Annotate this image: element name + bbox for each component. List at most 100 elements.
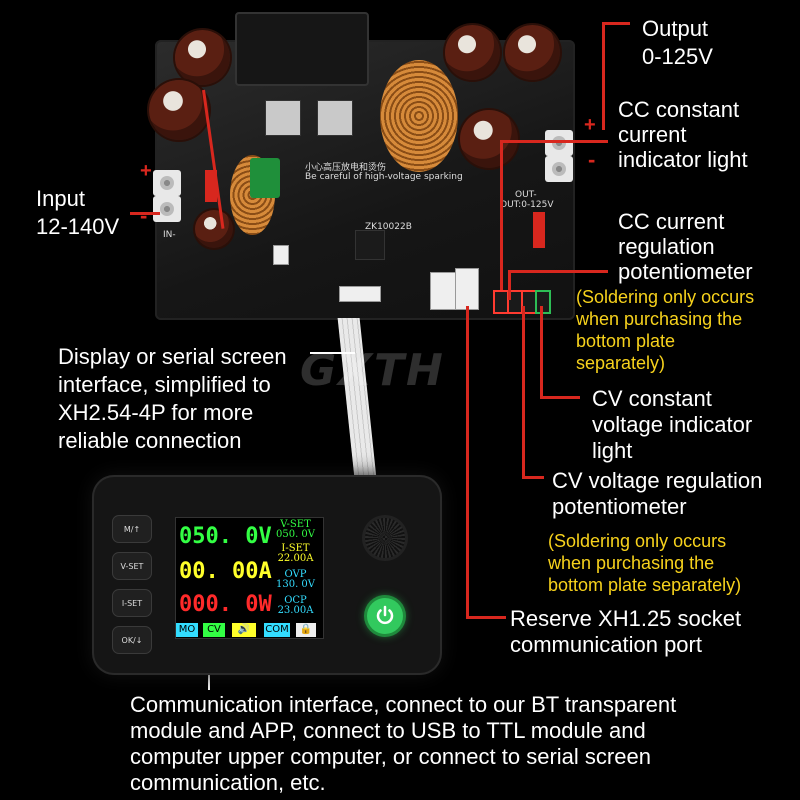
pcb-out-range: OUT:0-125V xyxy=(500,200,554,210)
cc-note-line2: when purchasing the xyxy=(576,309,743,329)
ovp-value: 130. 0V xyxy=(275,579,316,590)
capacitor xyxy=(195,210,233,248)
pcb-warning-en: Be careful of high-voltage sparking xyxy=(305,172,463,182)
power-readout: 000. 0W xyxy=(179,592,272,617)
capacitor xyxy=(460,110,518,168)
cv-tab: CV xyxy=(203,623,225,637)
m-up-button[interactable]: M/↑ xyxy=(112,515,152,543)
pcb-out-label: OUT- xyxy=(515,190,537,200)
sound-icon: 🔊 xyxy=(232,623,256,637)
cv-indicator-light xyxy=(535,290,551,314)
vset-value: 050. 0V xyxy=(275,529,316,540)
display-label-line4: reliable connection xyxy=(58,428,242,453)
voltage-readout: 050. 0V xyxy=(179,524,272,549)
input-leader xyxy=(130,212,160,215)
power-button[interactable] xyxy=(367,598,403,634)
cv-note-line2: when purchasing the xyxy=(548,553,715,573)
lcd-screen: 050. 0V 00. 00A 000. 0W V-SET 050. 0V I-… xyxy=(175,517,324,639)
cv-light-label-line1: CV constant xyxy=(592,386,712,411)
pcb-model: ZK10022B xyxy=(365,222,412,232)
output-leader xyxy=(602,22,605,130)
cv-note-line1: (Soldering only occurs xyxy=(548,531,727,551)
output-leader xyxy=(602,22,630,25)
ribbon-cable xyxy=(337,318,377,478)
capacitor xyxy=(505,25,560,80)
comm-label-line3: computer upper computer, or connect to s… xyxy=(130,744,651,769)
output-plus-sign: + xyxy=(584,114,596,136)
cc-pot-label-line3: potentiometer xyxy=(618,259,753,284)
input-label-line1: Input xyxy=(36,186,85,211)
output-label-line2: 0-125V xyxy=(642,44,713,69)
mode-tab: MO xyxy=(176,623,198,637)
v-set-button[interactable]: V-SET xyxy=(112,552,152,580)
cv-light-leader xyxy=(540,306,543,398)
input-terminal-positive xyxy=(153,170,181,196)
cv-pot-leader xyxy=(522,476,544,479)
mosfet xyxy=(265,100,301,136)
cc-note-line4: separately) xyxy=(576,353,666,373)
cc-light-leader xyxy=(500,140,503,290)
display-label-line1: Display or serial screen xyxy=(58,344,287,369)
cv-light-label-line2: voltage indicator xyxy=(592,412,753,437)
cv-pot-label-line2: potentiometer xyxy=(552,494,687,519)
green-inductor xyxy=(250,158,280,198)
ic-chip xyxy=(355,230,385,260)
ovp-label: OVP xyxy=(284,569,307,580)
input-plus-sign: + xyxy=(140,160,152,182)
cc-pot-leader xyxy=(508,270,608,273)
com-tab: COM xyxy=(264,623,290,637)
cc-light-label-line3: indicator light xyxy=(618,147,748,172)
ocp-value: 23.00A xyxy=(277,605,314,616)
cv-pot-label-line1: CV voltage regulation xyxy=(552,468,763,493)
i-set-button[interactable]: I-SET xyxy=(112,589,152,617)
display-label-line3: XH2.54-4P for more xyxy=(58,400,254,425)
reserve-leader xyxy=(466,306,469,618)
comm-label-line4: communication, etc. xyxy=(130,770,326,795)
capacitor xyxy=(445,25,500,80)
cv-light-leader xyxy=(540,396,580,399)
cc-light-label-line1: CC constant xyxy=(618,97,740,122)
iset-label: I-SET xyxy=(281,543,310,554)
lock-icon: 🔒 xyxy=(296,623,316,637)
input-terminal-negative xyxy=(153,196,181,222)
cv-note-line3: bottom plate separately) xyxy=(548,575,742,595)
capacitor xyxy=(175,30,230,85)
comm-label-line2: module and APP, connect to USB to TTL mo… xyxy=(130,718,646,743)
power-supply-pcb: 小心高压放电和烫伤 Be careful of high-voltage spa… xyxy=(149,12,575,320)
vset-label: V-SET xyxy=(280,519,311,530)
display-label-line2: interface, simplified to xyxy=(58,372,271,397)
cc-note-line1: (Soldering only occurs xyxy=(576,287,755,307)
ok-down-button[interactable]: OK/↓ xyxy=(112,626,152,654)
output-terminal-positive xyxy=(545,130,573,156)
pcb-warning-cn: 小心高压放电和烫伤 xyxy=(305,163,387,173)
encoder-knob[interactable] xyxy=(365,518,405,558)
comm-label-line1: Communication interface, connect to our … xyxy=(130,692,677,717)
cc-note-line3: bottom plate xyxy=(576,331,676,351)
iset-value: 22.00A xyxy=(277,553,314,564)
reserve-leader xyxy=(466,616,506,619)
ocp-label: OCP xyxy=(284,595,307,606)
cv-pot-leader xyxy=(522,306,525,478)
capacitor xyxy=(149,80,209,140)
cc-light-label-line2: current xyxy=(618,122,687,147)
input-label-line2: 12-140V xyxy=(36,214,120,239)
cc-light-leader xyxy=(500,140,608,143)
output-terminal-negative xyxy=(545,156,573,182)
pcb-in-label: IN- xyxy=(163,230,176,240)
reserve-label-line1: Reserve XH1.25 socket xyxy=(510,606,742,631)
current-readout: 00. 00A xyxy=(179,559,272,584)
input-minus-sign: - xyxy=(140,203,148,228)
output-minus-sign: - xyxy=(588,147,596,172)
mosfet xyxy=(317,100,353,136)
cc-pot-label-line1: CC current xyxy=(618,209,725,234)
fan-connector xyxy=(273,245,289,265)
power-icon xyxy=(376,605,394,625)
xh125-socket xyxy=(455,268,479,310)
cc-pot-label-line2: regulation xyxy=(618,234,715,259)
fan-heatsink xyxy=(235,12,369,86)
display-leader xyxy=(310,352,355,354)
cv-light-label-line3: light xyxy=(592,438,633,463)
reserve-label-line2: communication port xyxy=(510,632,702,657)
resistor xyxy=(533,212,545,248)
